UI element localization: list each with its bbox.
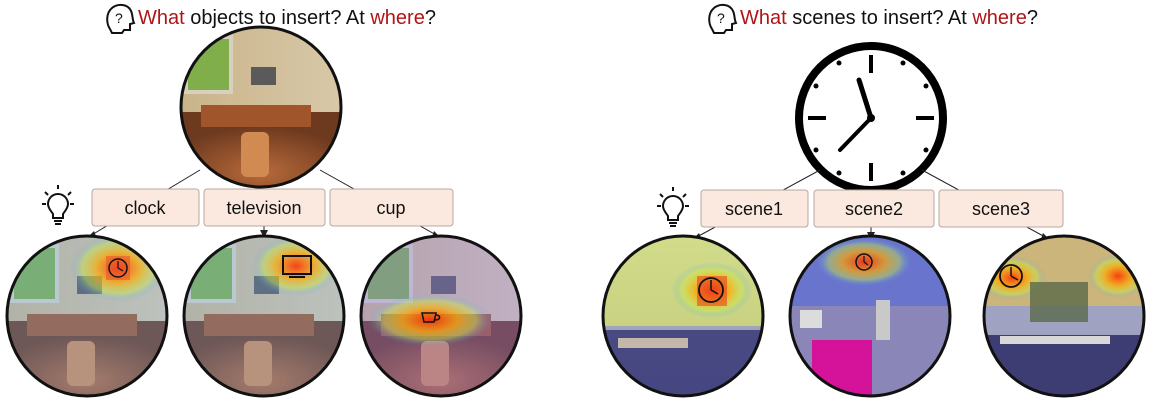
result-cup-image bbox=[361, 236, 521, 396]
lightbulb-icon bbox=[657, 187, 689, 227]
television-icon bbox=[282, 255, 312, 278]
label-box-cup bbox=[329, 188, 454, 227]
svg-text:?: ? bbox=[717, 10, 725, 26]
clock-icon bbox=[795, 42, 947, 194]
clock-icon bbox=[106, 256, 130, 280]
label-scene2: scene2 bbox=[845, 199, 903, 219]
right-question: What scenes to insert? At where? bbox=[740, 7, 1038, 29]
label-clock: clock bbox=[124, 198, 166, 218]
clock-icon bbox=[855, 253, 873, 271]
head-question-icon: ? bbox=[708, 3, 738, 34]
label-television: television bbox=[226, 198, 301, 218]
label-box-television bbox=[203, 188, 326, 227]
clock-icon bbox=[999, 264, 1023, 288]
clock-icon bbox=[697, 276, 727, 306]
label-cup: cup bbox=[376, 198, 405, 218]
head-question-icon: ? bbox=[106, 3, 136, 34]
lightbulb-icon bbox=[42, 185, 74, 225]
result-scene1-image bbox=[603, 236, 763, 396]
label-scene1: scene1 bbox=[725, 199, 783, 219]
label-box-scene1 bbox=[700, 189, 809, 228]
left-question: What objects to insert? At where? bbox=[138, 7, 436, 29]
label-box-scene2 bbox=[813, 189, 935, 228]
svg-text:?: ? bbox=[115, 10, 123, 26]
cup-icon bbox=[421, 312, 441, 323]
label-box-scene3 bbox=[938, 189, 1064, 228]
label-box-clock bbox=[91, 188, 200, 227]
label-scene3: scene3 bbox=[972, 199, 1030, 219]
